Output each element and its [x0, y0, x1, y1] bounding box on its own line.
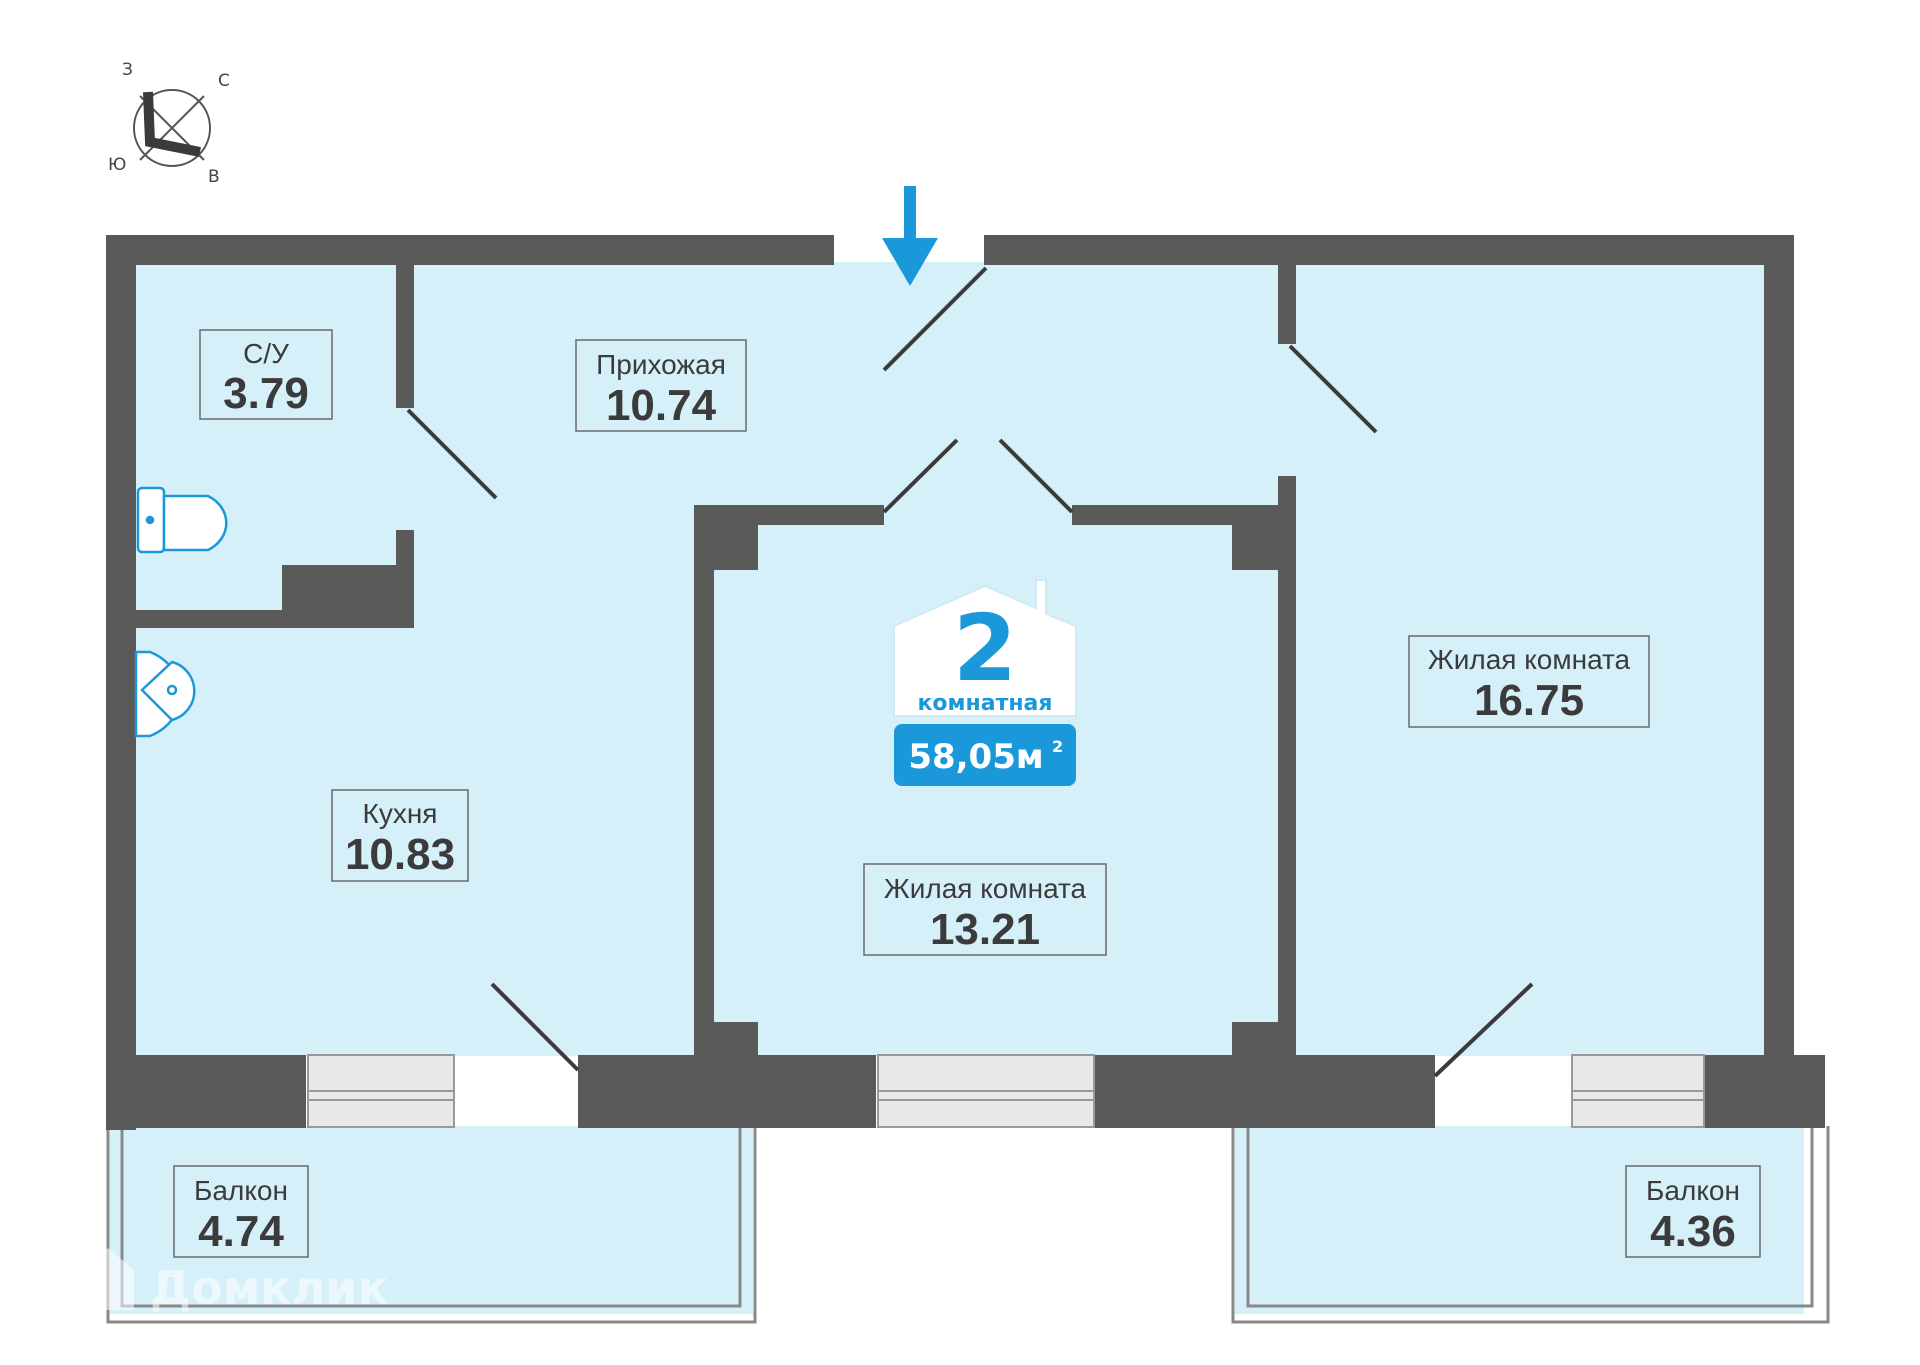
room-name: Жилая комната [1428, 644, 1631, 675]
room-bathroom: С/У 3.79 [199, 329, 333, 420]
room-hallway: Прихожая 10.74 [575, 339, 747, 432]
room-area: 4.36 [1650, 1207, 1736, 1256]
balcony-railing [106, 1126, 1830, 1324]
room-living-center: Жилая комната 13.21 [863, 863, 1107, 956]
compass-icon: З С Ю В [108, 60, 230, 187]
room-area: 10.83 [345, 830, 455, 879]
floor-area [110, 262, 1804, 1314]
apartment-badge: 2 комнатная 58,05м 2 [893, 579, 1077, 786]
room-name: С/У [243, 338, 289, 369]
badge-rooms-count: 2 [953, 595, 1017, 702]
room-area: 10.74 [606, 381, 717, 430]
doors [406, 266, 1534, 1078]
sink-icon [134, 650, 196, 738]
walls [106, 235, 1825, 1130]
badge-area-unit-sup: 2 [1052, 737, 1063, 756]
door-entrance [882, 266, 988, 372]
room-area: 3.79 [223, 369, 309, 418]
room-living-right: Жилая комната 16.75 [1408, 635, 1650, 728]
room-name: Жилая комната [884, 873, 1087, 904]
room-name: Кухня [363, 798, 438, 829]
watermark-text: Домклик [150, 1261, 389, 1315]
door-center-right [998, 438, 1074, 514]
door-right-balcony [1433, 982, 1534, 1078]
window-center [877, 1054, 1095, 1128]
watermark: Домклик [82, 1248, 389, 1315]
windows [307, 1054, 1705, 1128]
compass-west: З [122, 60, 133, 80]
room-area: 13.21 [930, 905, 1040, 954]
badge-total-area: 58,05м [908, 737, 1043, 777]
room-area: 4.74 [198, 1207, 284, 1256]
door-center-left [882, 438, 959, 514]
door-bathroom [406, 408, 498, 500]
room-kitchen: Кухня 10.83 [331, 789, 469, 882]
room-name: Прихожая [596, 349, 726, 380]
room-name: Балкон [194, 1175, 288, 1206]
room-name: Балкон [1646, 1175, 1740, 1206]
compass-south: Ю [108, 155, 126, 175]
room-balcony-left: Балкон 4.74 [173, 1165, 309, 1258]
door-kitchen-balcony [490, 982, 580, 1072]
watermark-logo-icon [82, 1248, 134, 1310]
window-left [307, 1054, 455, 1128]
compass-north: С [218, 71, 230, 91]
door-right-room [1288, 344, 1378, 434]
entrance-arrow-icon [882, 186, 938, 286]
toilet-icon [136, 486, 228, 554]
room-area: 16.75 [1474, 676, 1584, 725]
badge-rooms-word: комнатная [918, 691, 1053, 716]
room-balcony-right: Балкон 4.36 [1625, 1165, 1761, 1258]
compass-east: В [208, 167, 220, 187]
window-right [1571, 1054, 1705, 1128]
